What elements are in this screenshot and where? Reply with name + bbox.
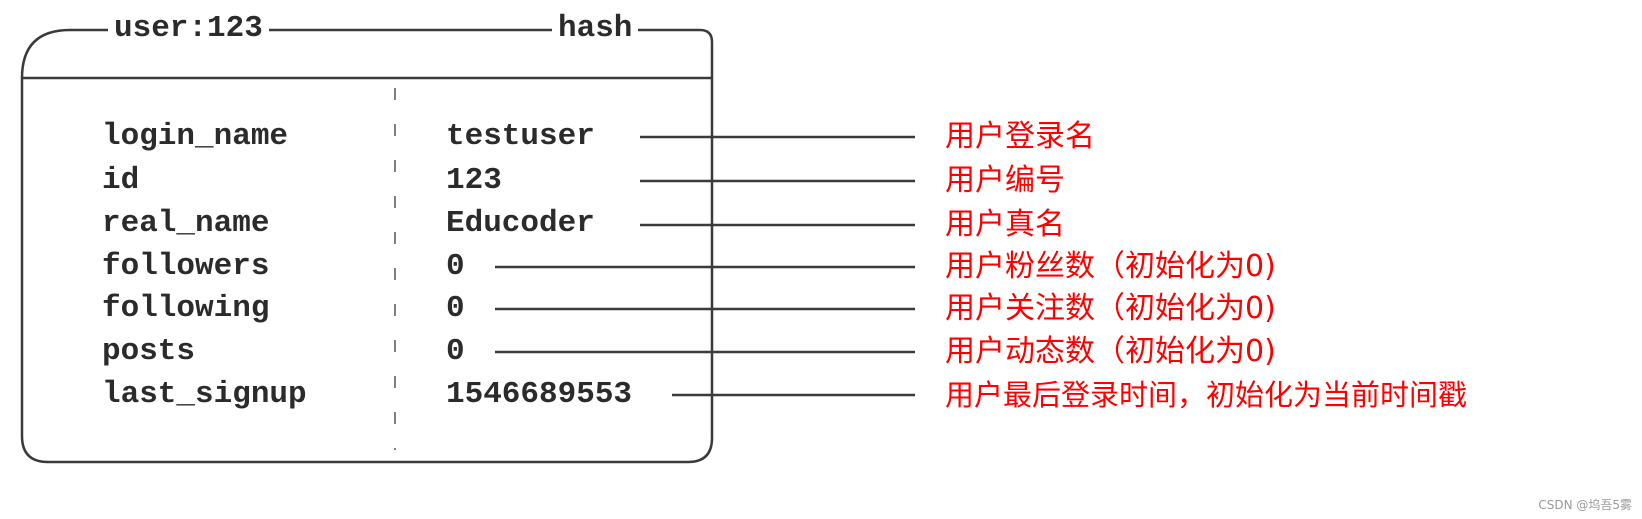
field-annotation: 用户粉丝数（初始化为0): [945, 249, 1276, 284]
field-annotation: 用户关注数（初始化为0): [945, 291, 1276, 326]
field-value: 0: [446, 249, 465, 284]
field-name: login_name: [102, 119, 289, 154]
field-value: testuser: [446, 119, 595, 154]
field-annotation: 用户编号: [945, 163, 1065, 198]
watermark-text: CSDN @坞吾5雾: [1538, 498, 1632, 512]
field-annotation: 用户真名: [945, 207, 1065, 242]
field-name: last_signup: [102, 377, 307, 412]
field-value: 123: [446, 163, 502, 198]
field-annotation: 用户登录名: [945, 119, 1095, 154]
field-name: real_name: [102, 206, 270, 241]
field-name: following: [102, 291, 270, 326]
field-value: 1546689553: [446, 377, 633, 412]
field-name: followers: [102, 249, 270, 284]
field-value: 0: [446, 334, 465, 369]
field-annotation: 用户动态数（初始化为0): [945, 334, 1276, 369]
record-type-label: hash: [552, 11, 639, 47]
field-name: id: [102, 163, 140, 198]
field-value: Educoder: [446, 206, 595, 241]
record-key-label: user:123: [108, 11, 269, 47]
record-box-outline: [20, 28, 714, 464]
field-annotation: 用户最后登录时间，初始化为当前时间戳: [945, 378, 1468, 412]
field-value: 0: [446, 291, 465, 326]
field-name: posts: [102, 334, 196, 369]
